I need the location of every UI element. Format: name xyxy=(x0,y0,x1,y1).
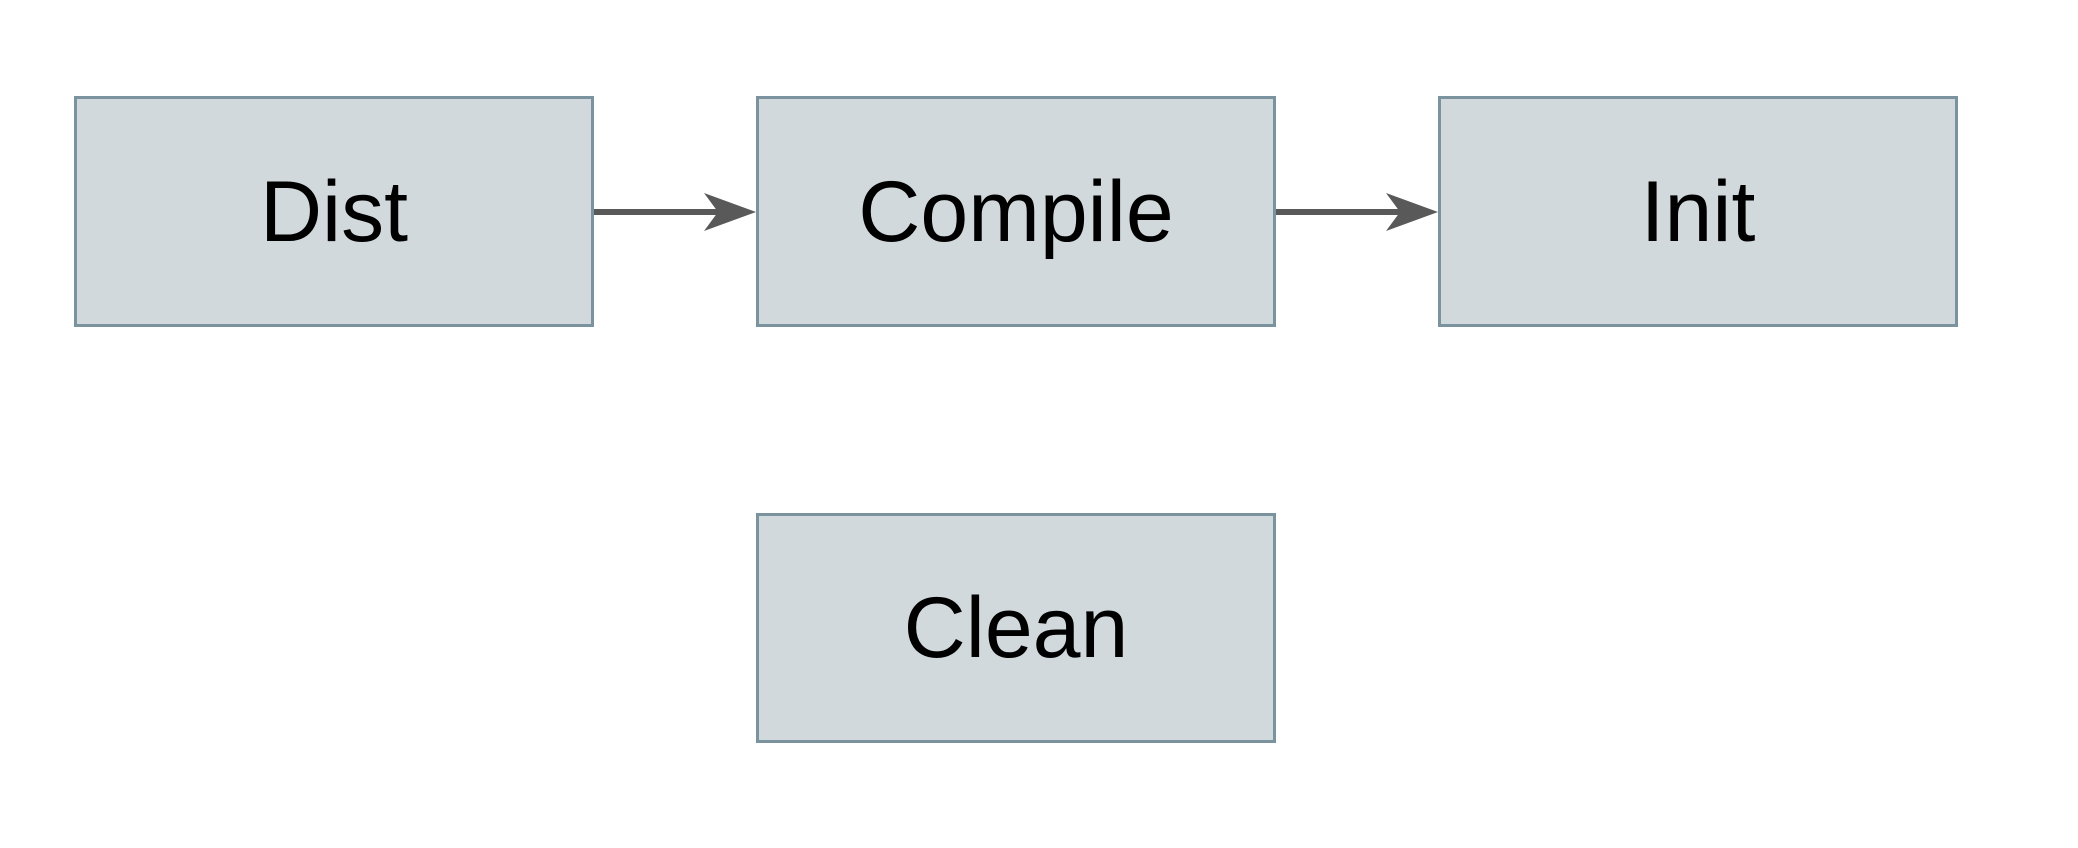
arrowhead-icon xyxy=(1386,193,1438,231)
edge-compile-to-init xyxy=(1276,193,1438,231)
node-compile-label: Compile xyxy=(858,163,1174,260)
edge-dist-to-compile xyxy=(594,193,756,231)
node-dist-label: Dist xyxy=(259,163,409,260)
node-dist[interactable]: Dist xyxy=(74,96,594,327)
node-init[interactable]: Init xyxy=(1438,96,1958,327)
node-compile[interactable]: Compile xyxy=(756,96,1276,327)
arrowhead-icon xyxy=(704,193,756,231)
node-clean-label: Clean xyxy=(903,580,1129,676)
node-clean[interactable]: Clean xyxy=(756,513,1276,743)
node-init-label: Init xyxy=(1640,163,1756,260)
